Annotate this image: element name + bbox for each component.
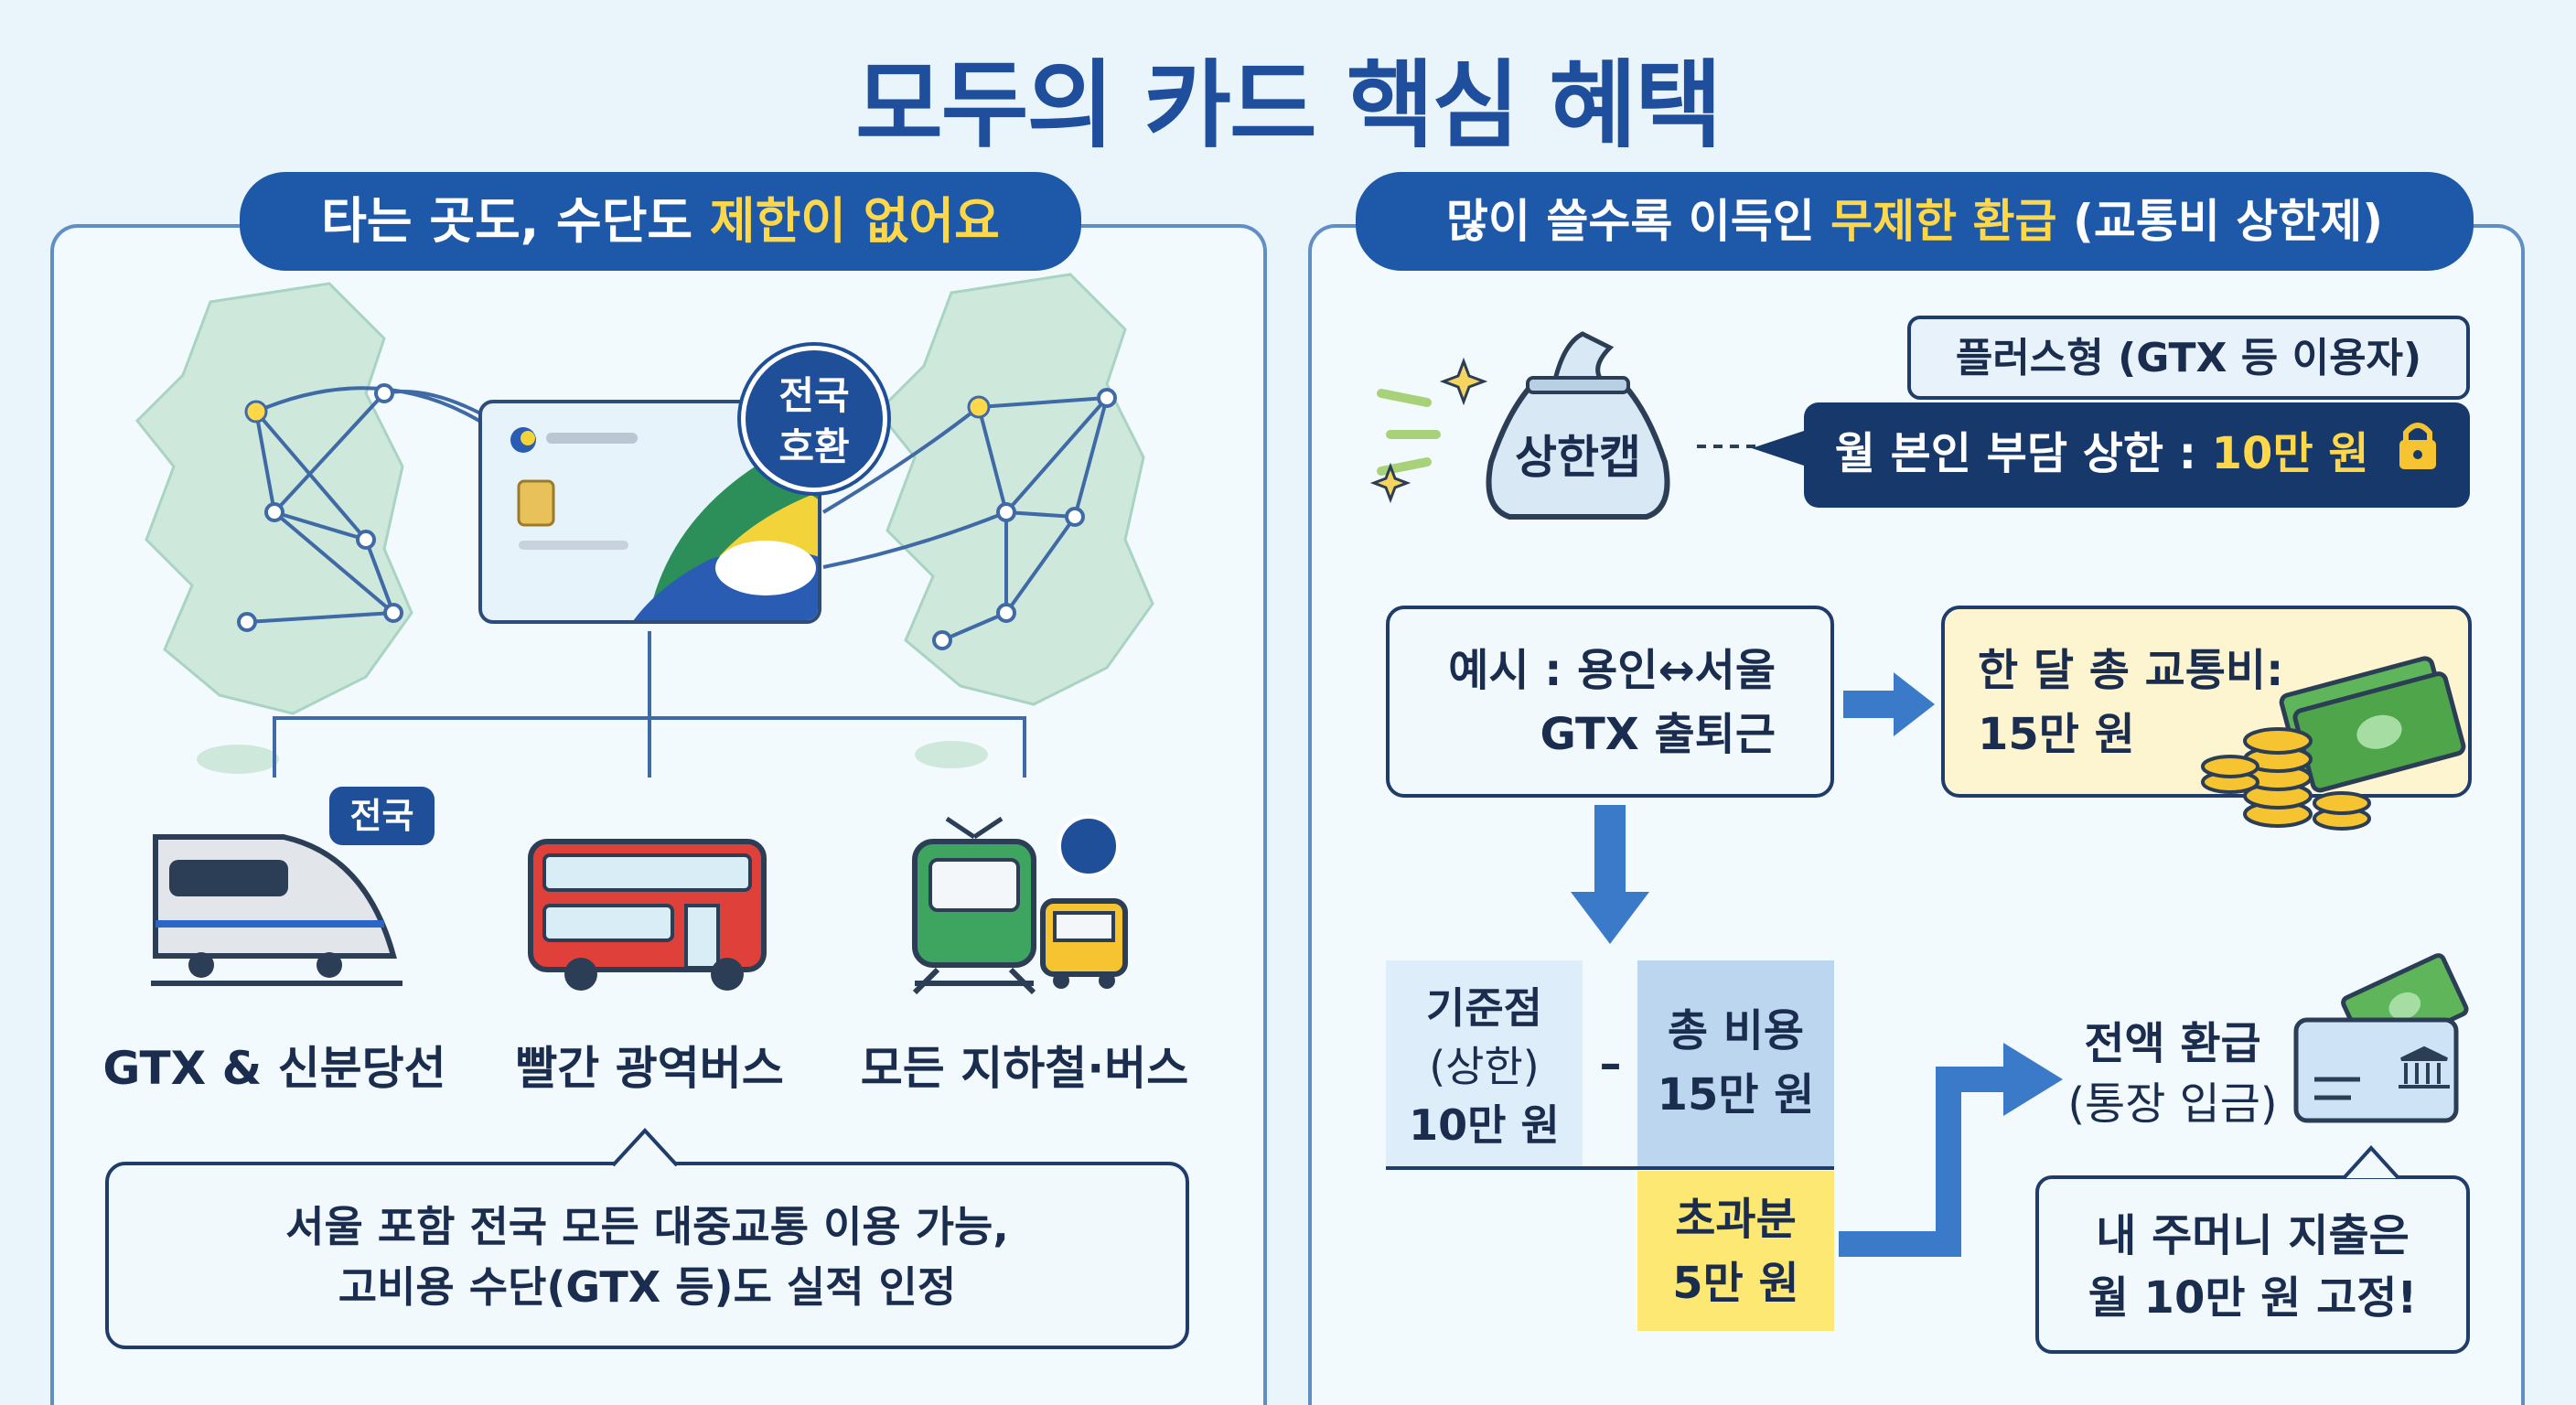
callout-line1: 서울 포함 전국 모든 대중교통 이용 가능,	[285, 1202, 1009, 1251]
subway-bus-icon	[912, 815, 1128, 995]
callout-line2: 고비용 수단(GTX 등)도 실적 인정	[338, 1262, 957, 1312]
base-line1: 기준점	[1426, 983, 1542, 1033]
refund-line1: 전액 환급	[2084, 1018, 2261, 1069]
double-decker-bus-icon	[528, 839, 767, 991]
korea-map-left	[134, 282, 413, 715]
right-header-suffix: (교통비 상한제)	[2056, 195, 2384, 248]
korea-map-right	[875, 273, 1154, 706]
pocket-callout: 내 주머니 지출은 월 10만 원 고정!	[2035, 1175, 2470, 1354]
right-header-text: 많이 쓸수록 이득인	[1445, 195, 1831, 248]
arrow-right-icon	[1843, 672, 1935, 736]
calc-divider	[1386, 1166, 1834, 1170]
refund-arrow	[1839, 1043, 2063, 1257]
item-label-gtx: GTX & 신분당선	[102, 1042, 446, 1095]
cap-value: 10만 원	[2211, 428, 2369, 479]
right-header: 많이 쓸수록 이득인 무제한 환급 (교통비 상한제)	[1356, 172, 2474, 271]
left-header-highlight: 제한이 없어요	[709, 192, 1000, 250]
train-icon	[151, 834, 402, 986]
example-box: 예시 : 용인↔서울 GTX 출퇴근	[1386, 606, 1834, 798]
card-graphic	[510, 427, 818, 620]
pocket-line1: 내 주머니 지출은	[2096, 1210, 2410, 1261]
excess-line1: 초과분	[1675, 1194, 1797, 1245]
example-line1: 예시 : 용인↔서울	[1448, 645, 1776, 696]
right-header-highlight: 무제한 환급	[1830, 195, 2057, 248]
excess-line2: 5만 원	[1672, 1258, 1799, 1309]
cost-line1: 총 비용	[1667, 1005, 1805, 1056]
left-header: 타는 곳도, 수단도 제한이 없어요	[240, 172, 1081, 271]
network-lines	[237, 383, 1117, 778]
money-bag-icon	[1369, 331, 1670, 520]
base-block: 기준점 (상한) 10만 원	[1386, 960, 1583, 1166]
item-label-subway: 모든 지하철·버스	[860, 1042, 1189, 1095]
minus-sign: –	[1599, 1038, 1622, 1089]
cost-block: 총 비용 15만 원	[1637, 960, 1834, 1166]
nationwide-badge: 전국 호환	[741, 346, 887, 492]
islands	[197, 741, 988, 774]
cap-pointer	[1752, 430, 1807, 467]
cash-coins-icon	[2201, 656, 2466, 831]
arrow-down-icon	[1571, 805, 1649, 944]
item-label-bus: 빨간 광역버스	[515, 1042, 784, 1095]
page-title: 모두의 카드 핵심 혜택	[855, 49, 1723, 161]
badge-line1: 전국	[778, 373, 850, 418]
cost-line2: 15만 원	[1657, 1069, 1815, 1121]
cap-banner: 월 본인 부담 상한 : 10만 원	[1804, 402, 2470, 508]
pocket-pointer	[2342, 1145, 2400, 1180]
refund-line2: (통장 입금)	[2067, 1078, 2278, 1130]
lock-icon	[2397, 405, 2439, 508]
cap-text: 월 본인 부담 상한 :	[1834, 428, 2212, 479]
badge-line2: 호환	[778, 424, 850, 469]
bag-label: 상한캡	[1515, 431, 1641, 484]
example-line2: GTX 출퇴근	[1540, 709, 1776, 760]
left-callout: 서울 포함 전국 모든 대중교통 이용 가능, 고비용 수단(GTX 등)도 실…	[105, 1162, 1189, 1349]
pocket-line2: 월 10만 원 고정!	[2088, 1272, 2418, 1324]
train-badge: 전국	[329, 787, 435, 845]
base-line2: (상한)	[1429, 1042, 1540, 1091]
base-line3: 10만 원	[1409, 1100, 1560, 1150]
callout-pointer	[611, 1128, 679, 1167]
left-header-text: 타는 곳도, 수단도	[321, 192, 710, 250]
bankbook-icon	[2293, 953, 2469, 1123]
total-line2: 15만 원	[1978, 709, 2135, 760]
excess-block: 초과분 5만 원	[1637, 1171, 1834, 1331]
total-line1: 한 달 총 교통비:	[1978, 645, 2284, 696]
refund-label: 전액 환급 (통장 입금)	[2049, 1014, 2296, 1134]
plus-type-label: 플러스형 (GTX 등 이용자)	[1907, 316, 2470, 400]
